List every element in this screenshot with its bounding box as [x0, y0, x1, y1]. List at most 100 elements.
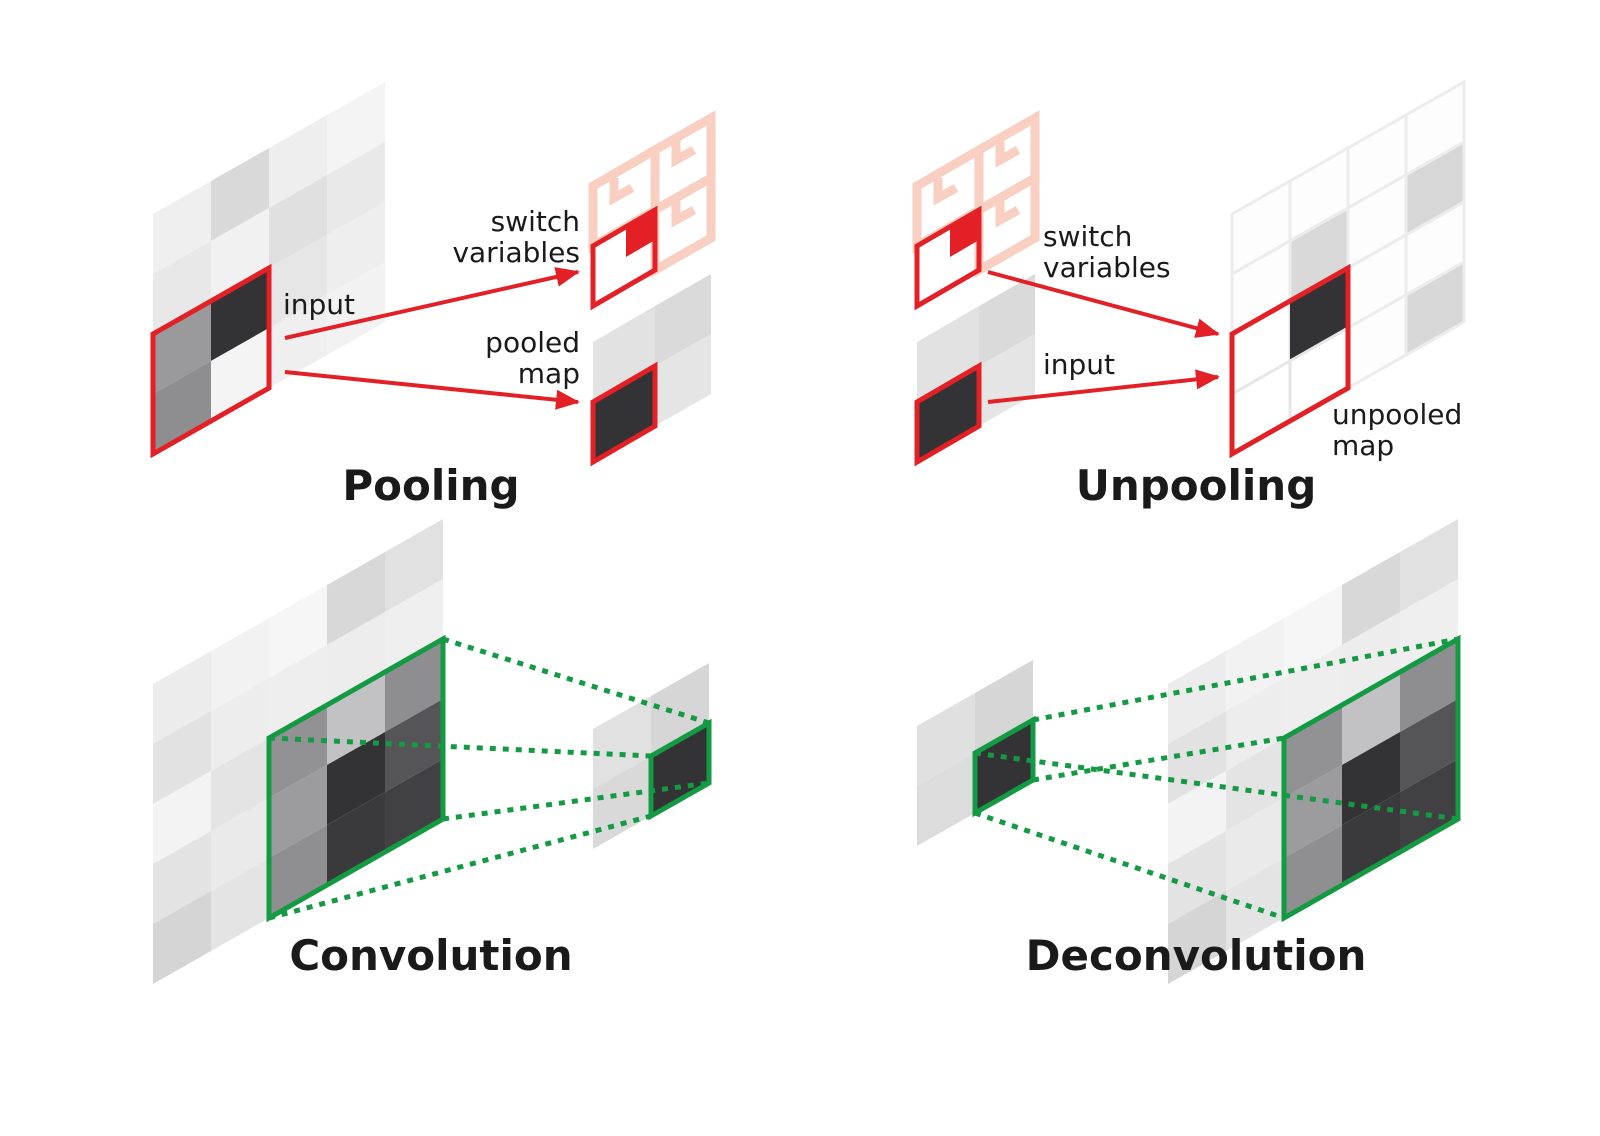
- cell: [1284, 765, 1342, 858]
- projection-line: [974, 750, 1459, 822]
- cell: [269, 585, 327, 678]
- selected-switch: [950, 210, 979, 257]
- cell: [211, 268, 269, 361]
- cell: [655, 274, 711, 366]
- cell: [153, 711, 211, 804]
- projection-line: [268, 813, 652, 921]
- cell: [269, 705, 327, 798]
- cell: [269, 175, 327, 268]
- cell: [917, 753, 975, 846]
- cell: [327, 732, 385, 825]
- cell: [1284, 705, 1342, 798]
- projection-line: [442, 636, 710, 726]
- unpooling-window: [1229, 263, 1351, 459]
- projection-line: [1032, 735, 1285, 783]
- label-map: map: [518, 357, 580, 390]
- cell: [1342, 672, 1400, 765]
- cell: [269, 765, 327, 858]
- cell: [1400, 519, 1458, 612]
- cell: [327, 142, 385, 235]
- cell: [1168, 891, 1226, 984]
- unpooling-switch-grid: [912, 110, 1040, 311]
- output-cell: [648, 718, 712, 821]
- cell: [327, 202, 385, 295]
- input-cell: [914, 361, 982, 467]
- arrow-to-switch: [284, 267, 580, 340]
- cell: [1342, 612, 1400, 705]
- cell: [153, 361, 211, 454]
- cell: [1226, 858, 1284, 951]
- pooled-map: [590, 274, 711, 467]
- deconvolution-kernel: [1281, 634, 1461, 923]
- unpooling-input-map: [914, 274, 1035, 467]
- cell: [153, 831, 211, 924]
- cell: [269, 645, 327, 738]
- switch-mark: [933, 178, 959, 206]
- cell: [1284, 825, 1342, 918]
- cell: [1404, 259, 1466, 358]
- cell: [1400, 759, 1458, 852]
- cell: [1342, 792, 1400, 885]
- cell: [1400, 579, 1458, 672]
- cell: [211, 798, 269, 891]
- cell: [153, 241, 211, 334]
- cell: [327, 792, 385, 885]
- cell: [1342, 552, 1400, 645]
- pooling-panel: input switch variables pooled map Poolin…: [150, 82, 716, 510]
- projection-line: [442, 780, 710, 822]
- cell: [327, 82, 385, 175]
- cell: [269, 825, 327, 918]
- switch-mark: [671, 200, 697, 228]
- label-unpooled: unpooled: [1332, 398, 1462, 431]
- cell: [593, 306, 655, 402]
- switch-outline: [914, 205, 982, 311]
- cell: [269, 235, 327, 328]
- deconvolution-title: Deconvolution: [1026, 931, 1367, 980]
- cell: [385, 579, 443, 672]
- cell: [1400, 639, 1458, 732]
- convolution-title: Convolution: [289, 931, 572, 980]
- label-map: map: [1332, 429, 1394, 462]
- cell: [975, 660, 1033, 753]
- cell: [211, 678, 269, 771]
- cell: [1168, 651, 1226, 744]
- cell: [153, 891, 211, 984]
- cell: [211, 738, 269, 831]
- arrow-from-input: [987, 369, 1220, 404]
- label-input: input: [1043, 348, 1115, 381]
- cell: [979, 274, 1035, 366]
- cell: [269, 115, 327, 208]
- switch-mark: [995, 200, 1021, 228]
- arrow-to-pooled: [284, 370, 580, 410]
- cell: [1226, 798, 1284, 891]
- cell: [269, 295, 327, 388]
- deconvolution-projection-lines: [974, 636, 1459, 921]
- switch-mark: [671, 140, 697, 168]
- cell: [1400, 699, 1458, 792]
- cell: [1342, 732, 1400, 825]
- cell: [385, 519, 443, 612]
- label-variables: variables: [452, 236, 580, 269]
- cell: [211, 208, 269, 301]
- cell: [327, 612, 385, 705]
- deconvolution-output-grid: [1168, 519, 1461, 984]
- switch-mark: [995, 140, 1021, 168]
- cell: [917, 306, 979, 402]
- cell: [655, 334, 711, 426]
- cell: [651, 663, 709, 756]
- label-switch: switch: [1043, 220, 1132, 253]
- cell: [1226, 738, 1284, 831]
- cell: [327, 552, 385, 645]
- convolution-projection-lines: [268, 636, 710, 921]
- convolution-output-grid: [593, 663, 712, 849]
- cell: [211, 858, 269, 951]
- unpooling-panel: switch variables input unpooled map Unpo…: [912, 79, 1466, 510]
- pooled-cell: [590, 361, 658, 467]
- switch-mark: [609, 178, 635, 206]
- cell: [153, 651, 211, 744]
- cell: [593, 696, 651, 789]
- cell: [593, 756, 651, 849]
- projection-line: [974, 810, 1285, 921]
